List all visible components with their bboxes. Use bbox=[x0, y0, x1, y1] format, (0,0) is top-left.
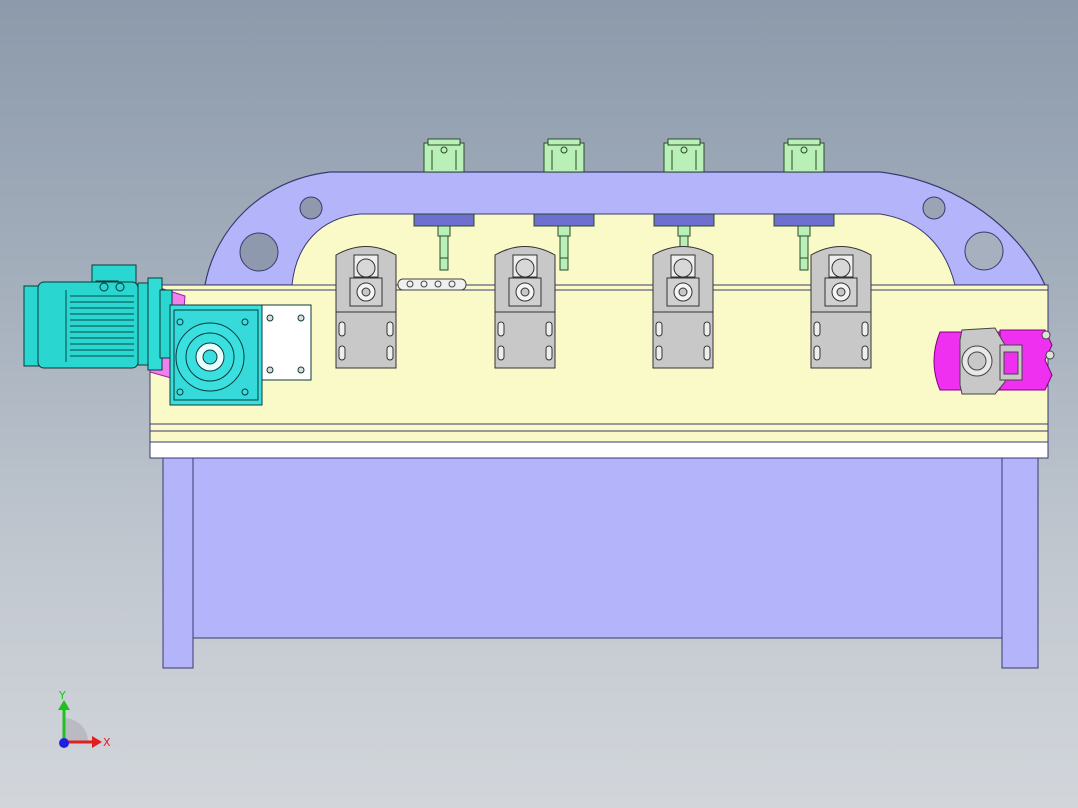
arch-hole-left-large bbox=[239, 232, 279, 272]
gearbox bbox=[169, 304, 312, 406]
arch-hole-left-small bbox=[299, 196, 323, 220]
cylinder-4 bbox=[773, 138, 835, 271]
cylinder-group bbox=[413, 138, 835, 271]
arch-hole-right-small bbox=[922, 196, 946, 220]
cylinder-2 bbox=[533, 138, 595, 271]
axis-x-label: X bbox=[103, 736, 111, 749]
motor bbox=[23, 264, 186, 381]
cylinder-1 bbox=[413, 138, 475, 271]
tensioner bbox=[933, 327, 1055, 395]
bracket-3 bbox=[652, 246, 714, 369]
bracket-2 bbox=[494, 246, 556, 369]
axis-triad: Y X bbox=[58, 689, 111, 749]
lower-frame bbox=[162, 455, 1039, 669]
left-leg bbox=[162, 455, 194, 669]
bracket-4 bbox=[810, 246, 872, 369]
bracket-1 bbox=[335, 246, 397, 369]
back-panel bbox=[192, 455, 1003, 639]
arch-hole-right-large bbox=[964, 231, 1004, 271]
chain bbox=[397, 278, 467, 291]
right-leg bbox=[1001, 455, 1039, 669]
axis-y-label: Y bbox=[58, 689, 66, 702]
arch-frame bbox=[204, 171, 1046, 286]
bracket-group bbox=[335, 246, 872, 369]
